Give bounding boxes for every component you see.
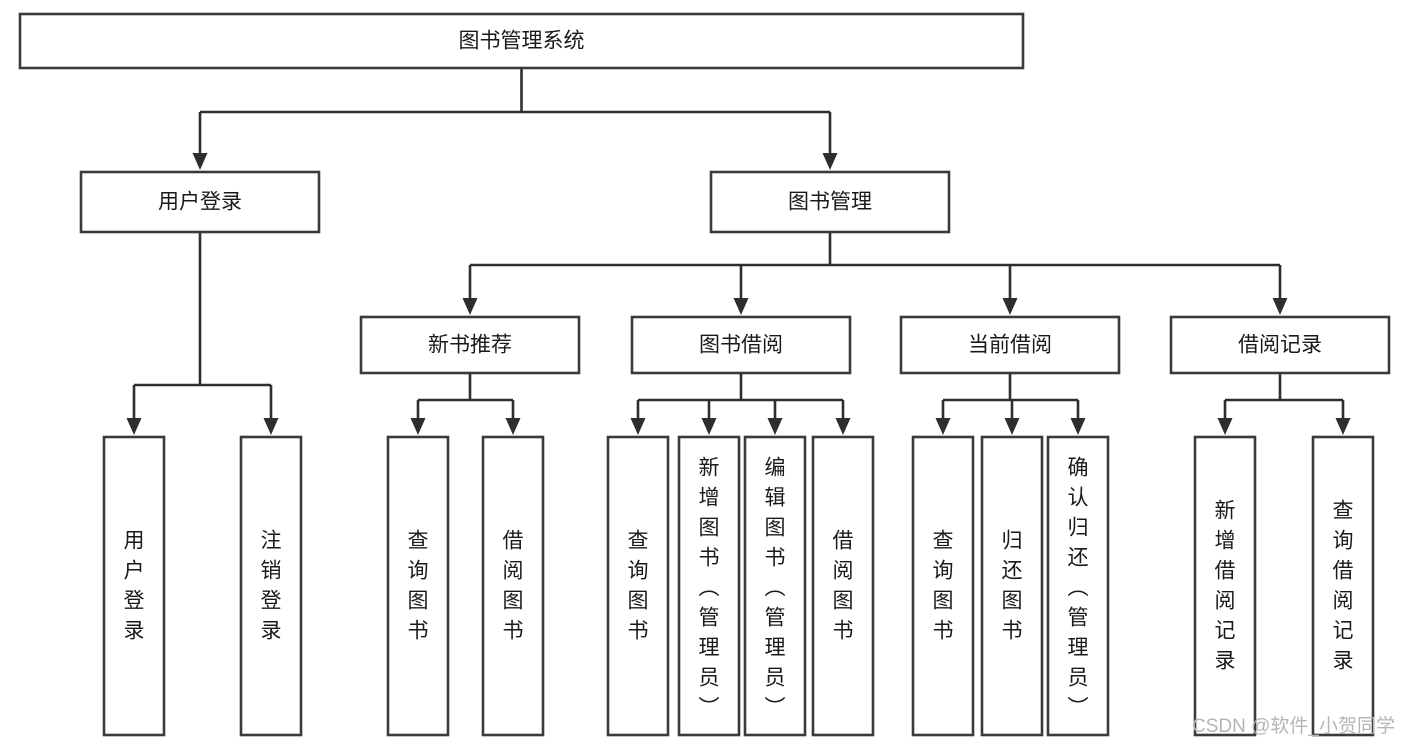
node-book-borrow[interactable]: 图书借阅: [630, 315, 852, 375]
node-leaf-add-borrow-record[interactable]: 新增借阅记录: [1193, 435, 1257, 737]
node-leaf-query-borrow-record[interactable]: 查询借阅记录: [1311, 435, 1375, 737]
node-box-leaf-user-logout[interactable]: [239, 435, 303, 737]
node-label-leaf-confirm-return-admin: 确认归还︵管理员︶: [1068, 457, 1089, 720]
node-box-leaf-return-book[interactable]: [980, 435, 1044, 737]
node-box-user-login[interactable]: [79, 170, 321, 234]
node-label-user-login: 用户登录: [158, 191, 242, 214]
node-box-leaf-query-book-recommend[interactable]: [386, 435, 450, 737]
node-leaf-return-book[interactable]: 归还图书: [980, 435, 1044, 737]
node-box-leaf-edit-book-admin[interactable]: [743, 435, 807, 737]
node-leaf-query-book-recommend[interactable]: 查询图书: [386, 435, 450, 737]
watermark-label: CSDN @软件_小贺同学: [1192, 715, 1395, 737]
node-label-leaf-query-borrow-record: 查询借阅记录: [1333, 500, 1354, 673]
node-box-leaf-add-book-admin[interactable]: [677, 435, 741, 737]
node-leaf-add-book-admin[interactable]: 新增图书︵管理员︶: [677, 435, 741, 737]
node-label-book-management: 图书管理: [788, 191, 872, 214]
node-label-leaf-borrow-book-recommend: 借阅图书: [503, 530, 524, 643]
edge-group-book-borrow: [630, 373, 851, 435]
nodes-layer: 图书管理系统用户登录图书管理新书推荐图书借阅当前借阅借阅记录用户登录注销登录查询…: [18, 12, 1391, 737]
node-box-borrow-records[interactable]: [1169, 315, 1391, 375]
node-label-leaf-user-logout: 注销登录: [261, 530, 282, 643]
node-box-current-borrow[interactable]: [899, 315, 1121, 375]
node-box-new-book-recommend[interactable]: [359, 315, 581, 375]
node-leaf-borrow-book[interactable]: 借阅图书: [811, 435, 875, 737]
node-leaf-user-login[interactable]: 用户登录: [102, 435, 166, 737]
node-label-current-borrow: 当前借阅: [968, 334, 1052, 357]
node-box-leaf-borrow-book[interactable]: [811, 435, 875, 737]
node-label-leaf-query-book-borrow: 查询图书: [628, 530, 649, 643]
node-label-borrow-records: 借阅记录: [1238, 334, 1322, 357]
node-box-leaf-query-borrow-record[interactable]: [1311, 435, 1375, 737]
node-label-leaf-edit-book-admin: 编辑图书︵管理员︶: [765, 457, 786, 720]
node-label-leaf-add-borrow-record: 新增借阅记录: [1215, 500, 1236, 673]
node-leaf-query-book-borrow[interactable]: 查询图书: [606, 435, 670, 737]
node-label-leaf-add-book-admin: 新增图书︵管理员︶: [699, 457, 720, 720]
node-leaf-query-book-current[interactable]: 查询图书: [911, 435, 975, 737]
node-leaf-edit-book-admin[interactable]: 编辑图书︵管理员︶: [743, 435, 807, 737]
edge-group-root: [192, 68, 838, 170]
node-user-login[interactable]: 用户登录: [79, 170, 321, 234]
node-label-leaf-query-book-recommend: 查询图书: [408, 530, 429, 643]
node-box-book-management[interactable]: [709, 170, 951, 234]
edge-group-new-book-recommend: [410, 373, 521, 435]
edge-group-book-management: [462, 232, 1288, 315]
node-box-leaf-confirm-return-admin[interactable]: [1046, 435, 1110, 737]
node-current-borrow[interactable]: 当前借阅: [899, 315, 1121, 375]
node-borrow-records[interactable]: 借阅记录: [1169, 315, 1391, 375]
node-leaf-borrow-book-recommend[interactable]: 借阅图书: [481, 435, 545, 737]
node-box-leaf-query-book-current[interactable]: [911, 435, 975, 737]
node-label-leaf-borrow-book: 借阅图书: [833, 530, 854, 643]
node-label-leaf-query-book-current: 查询图书: [933, 530, 954, 643]
edge-group-borrow-records: [1217, 373, 1351, 435]
node-box-book-borrow[interactable]: [630, 315, 852, 375]
node-label-new-book-recommend: 新书推荐: [428, 334, 512, 357]
node-label-leaf-user-login: 用户登录: [124, 530, 145, 643]
node-label-root: 图书管理系统: [459, 30, 585, 53]
node-box-root[interactable]: [18, 12, 1025, 70]
node-new-book-recommend[interactable]: 新书推荐: [359, 315, 581, 375]
node-box-leaf-query-book-borrow[interactable]: [606, 435, 670, 737]
node-leaf-confirm-return-admin[interactable]: 确认归还︵管理员︶: [1046, 435, 1110, 737]
node-box-leaf-user-login[interactable]: [102, 435, 166, 737]
node-box-leaf-borrow-book-recommend[interactable]: [481, 435, 545, 737]
node-root[interactable]: 图书管理系统: [18, 12, 1025, 70]
node-book-management[interactable]: 图书管理: [709, 170, 951, 234]
edge-group-user-login: [126, 232, 279, 435]
edge-group-current-borrow: [935, 373, 1086, 435]
node-box-leaf-add-borrow-record[interactable]: [1193, 435, 1257, 737]
node-label-leaf-return-book: 归还图书: [1002, 530, 1023, 643]
connectors-layer: [126, 68, 1351, 435]
node-leaf-user-logout[interactable]: 注销登录: [239, 435, 303, 737]
node-label-book-borrow: 图书借阅: [699, 334, 783, 357]
